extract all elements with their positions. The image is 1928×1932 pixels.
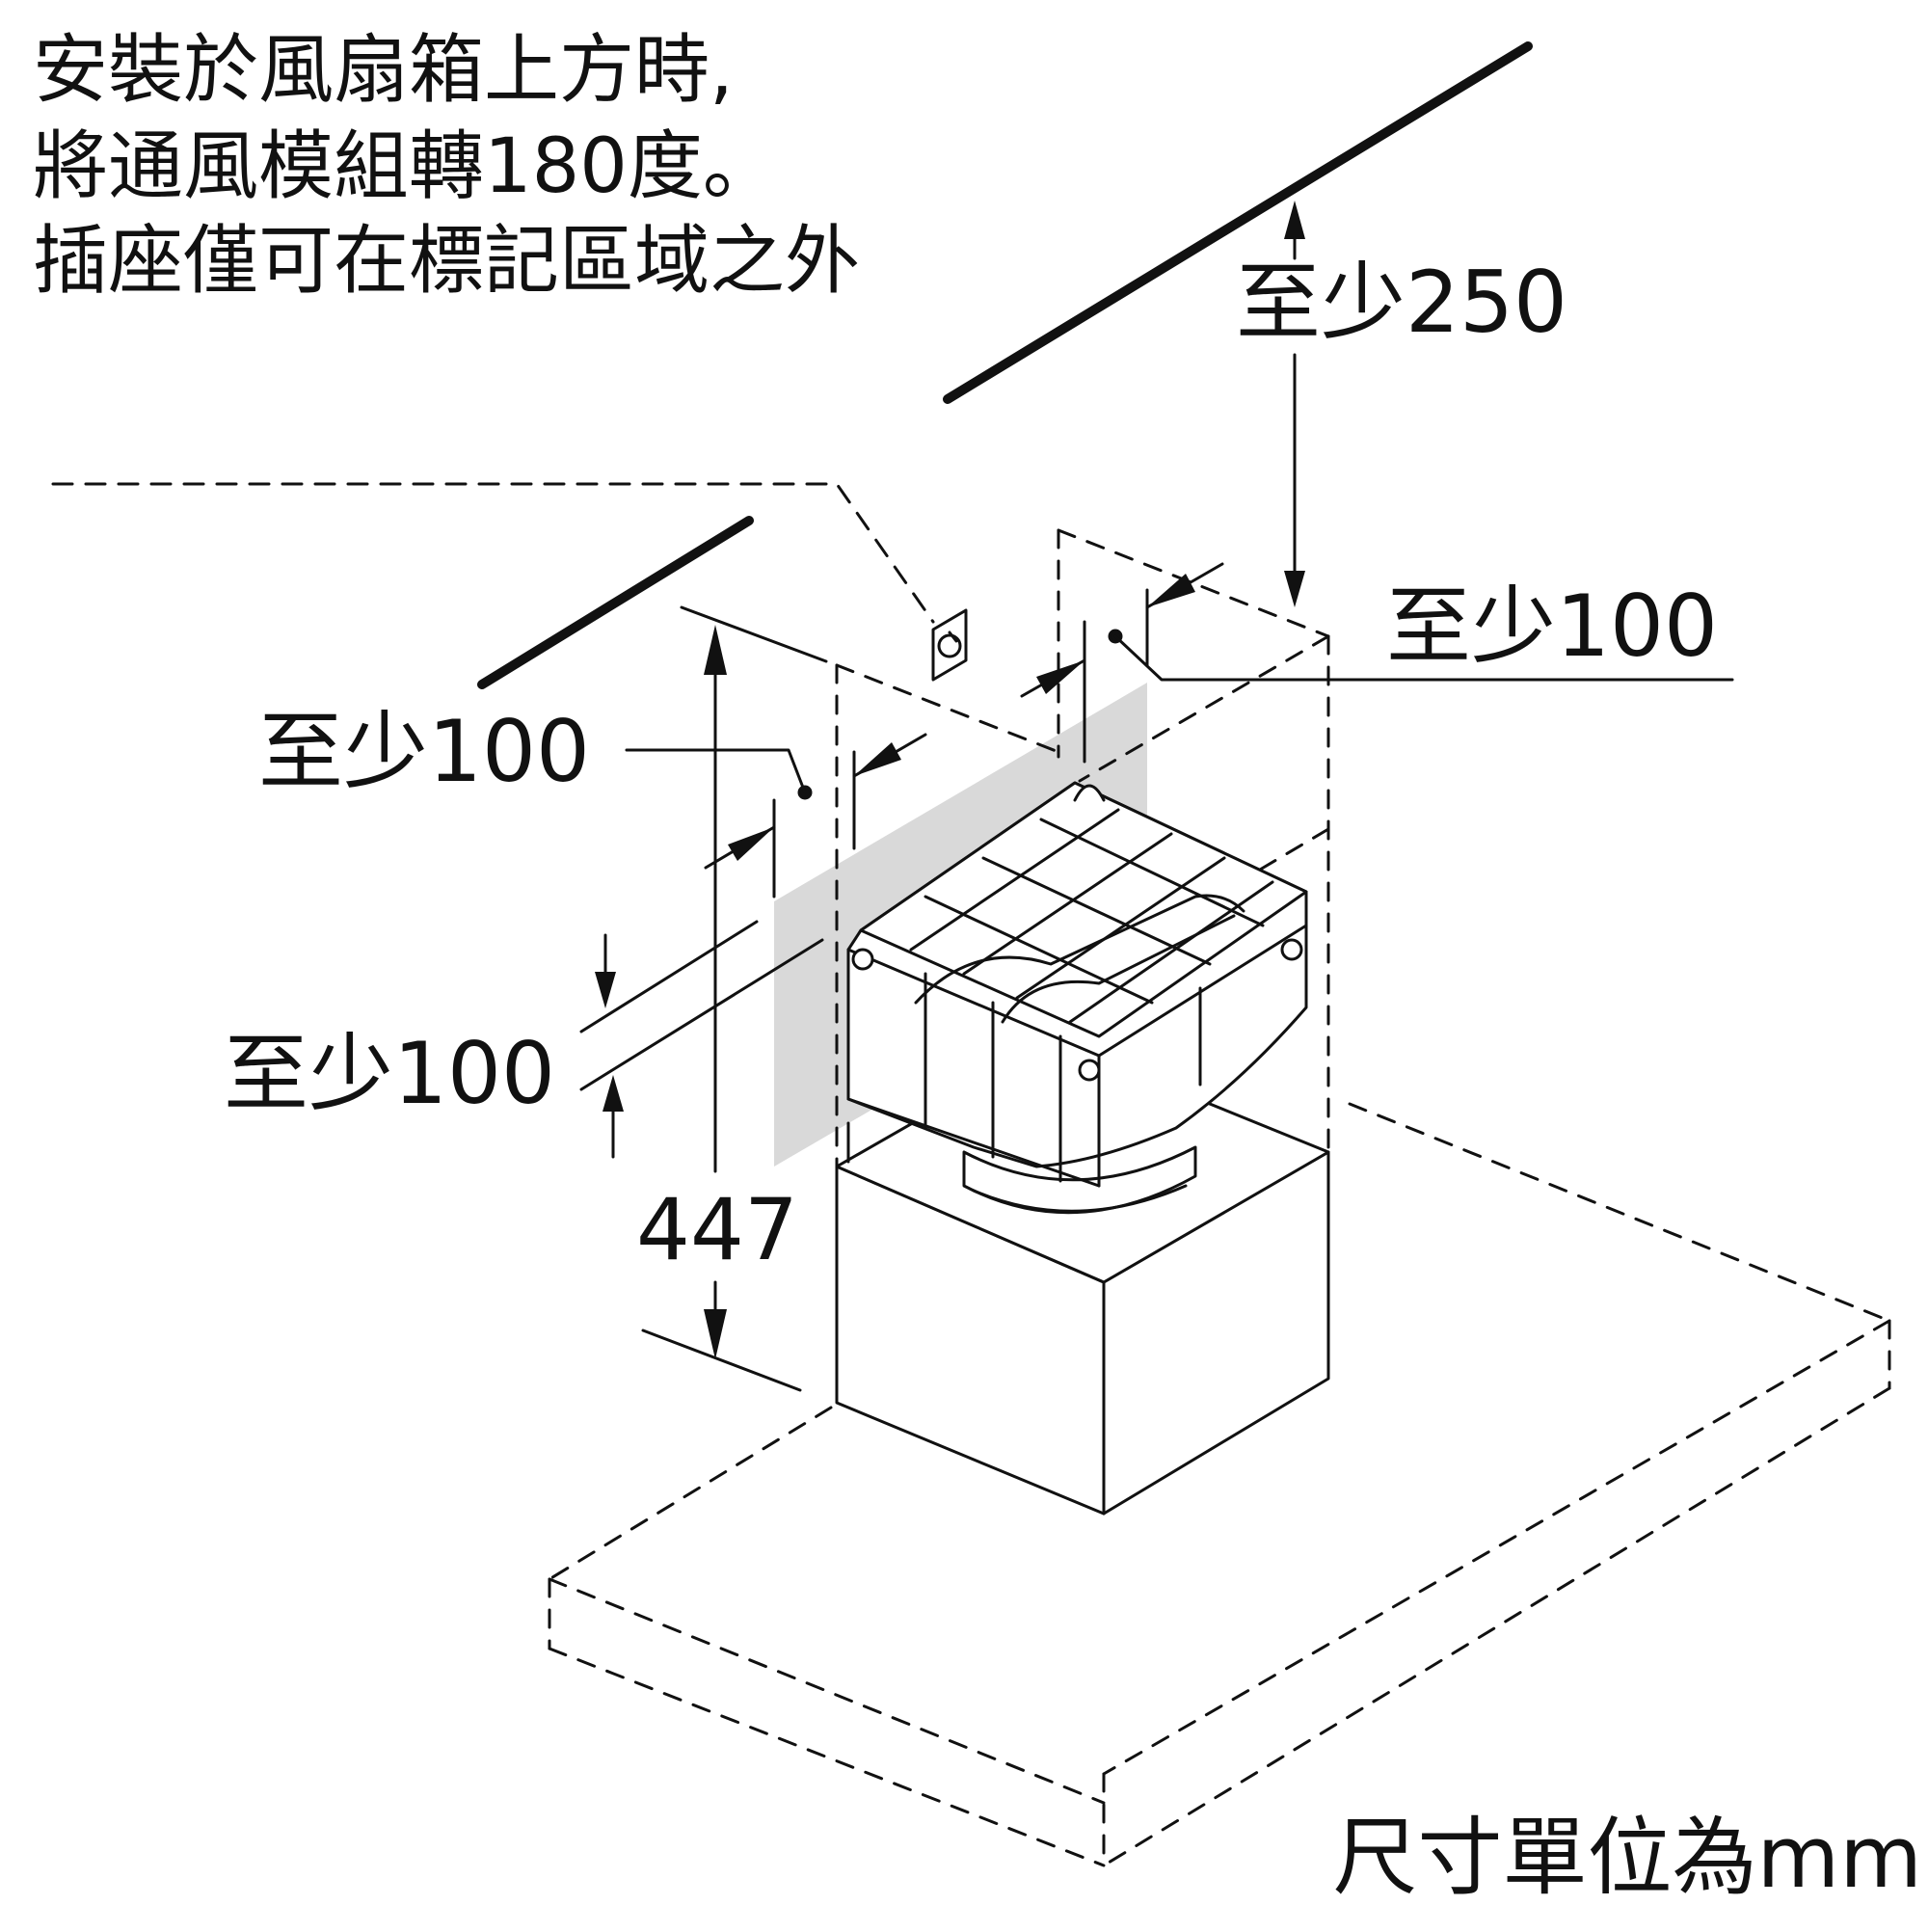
ceiling-reference-dashed: [51, 482, 935, 624]
dim-label-right-clearance: 至少100: [1386, 577, 1718, 676]
dim-height-lines: [641, 605, 828, 1392]
instruction-line-1: 安裝於風扇箱上方時,: [33, 27, 734, 114]
dim-label-height: 447: [636, 1180, 798, 1279]
hood-canopy-dashed: [548, 1102, 1891, 1867]
dim-left-clearance-lines: [625, 733, 927, 899]
power-outlet-icon: [931, 608, 968, 682]
dim-lower-clearance-lines: [579, 920, 824, 1159]
ventilation-module: [846, 781, 1308, 1188]
units-note: 尺寸單位為mm: [1332, 1808, 1922, 1907]
chimney-enclosure-dashed: [835, 528, 1330, 1405]
instruction-line-2: 將通風模組轉180度。: [33, 123, 778, 210]
ceiling-line-left: [477, 516, 754, 689]
ceiling-line-right: [943, 41, 1533, 404]
dim-label-top-clearance: 至少250: [1236, 253, 1567, 352]
dim-label-lower-clearance: 至少100: [224, 1024, 555, 1123]
dim-label-left-clearance: 至少100: [258, 702, 590, 801]
dim-top-clearance-lines: [1284, 201, 1305, 607]
instruction-line-3: 插座僅可在標記區域之外: [33, 218, 861, 305]
dim-right-clearance-lines: [1020, 562, 1734, 764]
